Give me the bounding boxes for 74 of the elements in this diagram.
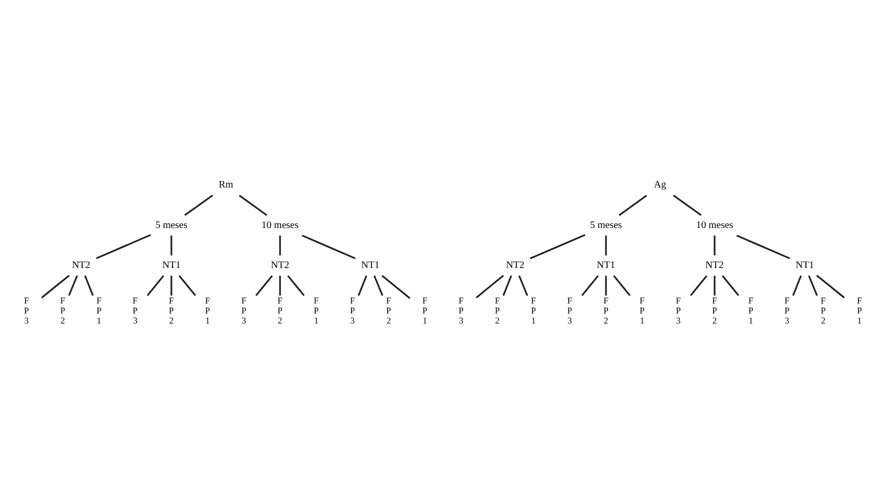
node-text: F P 3 — [784, 294, 790, 325]
node-text: NT2 — [506, 259, 524, 270]
connector — [476, 274, 504, 298]
node-text: F P 1 — [314, 294, 319, 325]
node-text: F P 3 — [676, 294, 681, 325]
connector — [816, 274, 845, 298]
connector — [618, 194, 648, 216]
connector — [808, 274, 818, 296]
connector — [279, 235, 281, 255]
node-text: 5 meses — [155, 219, 188, 230]
connector — [605, 275, 607, 296]
connector — [287, 274, 305, 296]
connector — [581, 274, 599, 296]
node-text: F P 2 — [168, 294, 174, 325]
node-text: F P 3 — [458, 294, 464, 325]
node-text: F P 1 — [422, 294, 428, 325]
connector — [382, 274, 410, 298]
connector — [690, 274, 708, 296]
node-text: F P 2 — [494, 294, 500, 325]
node-text: Ag — [654, 179, 666, 190]
connector — [279, 275, 281, 296]
node-text: NT2 — [270, 259, 290, 270]
node-text: F P 2 — [386, 294, 392, 325]
node-text: F P 2 — [60, 294, 66, 325]
node-text: F P 1 — [640, 294, 645, 325]
connector — [68, 274, 78, 296]
connector — [358, 274, 368, 296]
connector — [96, 234, 152, 259]
node-text: F P 1 — [205, 294, 210, 325]
node-text: F P 1 — [96, 294, 102, 325]
node-text: NT2 — [72, 259, 90, 270]
connector — [518, 274, 528, 296]
connector — [184, 194, 214, 216]
connector — [672, 194, 702, 216]
connector — [736, 234, 790, 259]
node-text: F P 2 — [820, 294, 826, 325]
connector — [170, 275, 172, 296]
connector — [41, 274, 70, 298]
node-text: NT1 — [361, 259, 380, 270]
node-text: F P 3 — [350, 294, 355, 325]
connector — [605, 235, 607, 255]
connector — [178, 274, 196, 296]
node-text: F P 3 — [132, 294, 138, 325]
connector — [302, 234, 356, 259]
node-text: F P 2 — [712, 294, 718, 325]
connector — [792, 274, 802, 296]
node-text: NT1 — [796, 259, 814, 270]
node-text: 10 meses — [262, 219, 299, 230]
node-text: F P 1 — [856, 294, 862, 325]
node-text: F P 1 — [748, 294, 754, 325]
connector — [613, 274, 631, 296]
node-text: F P 3 — [24, 294, 30, 325]
connector — [502, 274, 512, 296]
connector — [722, 274, 740, 296]
connector — [146, 274, 164, 296]
connector — [714, 275, 716, 296]
node-text: 5 meses — [590, 219, 622, 230]
node-text: F P 1 — [531, 294, 536, 325]
node-text: 10 meses — [696, 219, 734, 230]
connector — [530, 234, 586, 259]
node-text: NT1 — [596, 259, 616, 270]
connector — [374, 274, 384, 296]
node-text: F P 3 — [241, 294, 246, 325]
connector — [84, 274, 94, 296]
node-text: NT1 — [162, 259, 181, 270]
node-text: F P 3 — [567, 294, 572, 325]
connector — [170, 235, 172, 255]
node-text: NT2 — [705, 259, 724, 270]
node-text: F P 2 — [603, 294, 608, 325]
connector — [255, 274, 273, 296]
connector — [238, 194, 268, 216]
node-text: Rm — [218, 179, 234, 190]
connector — [714, 235, 716, 255]
node-text: F P 2 — [278, 294, 283, 325]
